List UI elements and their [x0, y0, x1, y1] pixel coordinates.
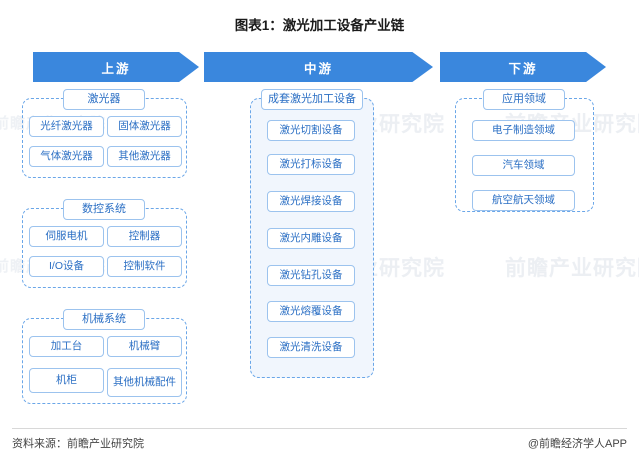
upstream-laser-item[interactable]: 气体激光器 — [29, 146, 104, 167]
midstream-equipment-item[interactable]: 激光钻孔设备 — [267, 265, 355, 286]
midstream-equipment-item[interactable]: 激光内雕设备 — [267, 228, 355, 249]
upstream-laser-item[interactable]: 其他激光器 — [107, 146, 182, 167]
upstream-cnc-item[interactable]: I/O设备 — [29, 256, 104, 277]
downstream-arrow: 下游 — [440, 52, 606, 82]
upstream-cnc-item[interactable]: 伺服电机 — [29, 226, 104, 247]
upstream-group-laser-label: 激光器 — [63, 89, 145, 110]
upstream-group-cnc-label: 数控系统 — [63, 199, 145, 220]
upstream-group-mechanical-label: 机械系统 — [63, 309, 145, 330]
upstream-mechanical-item[interactable]: 其他机械配件 — [107, 368, 182, 397]
downstream-application-item[interactable]: 汽车领域 — [472, 155, 575, 176]
midstream-equipment-item[interactable]: 激光清洗设备 — [267, 337, 355, 358]
downstream-group-application-label: 应用领域 — [483, 89, 565, 110]
upstream-laser-item[interactable]: 固体激光器 — [107, 116, 182, 137]
upstream-arrow-label: 上游 — [101, 61, 131, 76]
midstream-equipment-item[interactable]: 激光打标设备 — [267, 154, 355, 175]
midstream-arrow: 中游 — [204, 52, 433, 82]
upstream-cnc-item[interactable]: 控制器 — [107, 226, 182, 247]
downstream-application-item[interactable]: 电子制造领域 — [472, 120, 575, 141]
upstream-laser-item[interactable]: 光纤激光器 — [29, 116, 104, 137]
midstream-arrow-label: 中游 — [303, 61, 333, 76]
midstream-equipment-item[interactable]: 激光熔覆设备 — [267, 301, 355, 322]
upstream-cnc-item[interactable]: 控制软件 — [107, 256, 182, 277]
downstream-arrow-label: 下游 — [508, 61, 538, 76]
downstream-application-item[interactable]: 航空航天领域 — [472, 190, 575, 211]
watermark: 前瞻产业研究院 — [505, 257, 639, 280]
midstream-group-equipment-label: 成套激光加工设备 — [261, 89, 363, 110]
page-title: 图表1：激光加工设备产业链 — [234, 18, 405, 33]
source-note: 资料来源：前瞻产业研究院 — [12, 438, 144, 450]
midstream-equipment-item[interactable]: 激光切割设备 — [267, 120, 355, 141]
midstream-equipment-item[interactable]: 激光焊接设备 — [267, 191, 355, 212]
brand-note: @前瞻经济学人APP — [527, 438, 627, 450]
upstream-mechanical-item[interactable]: 加工台 — [29, 336, 104, 357]
upstream-mechanical-item[interactable]: 机械臂 — [107, 336, 182, 357]
upstream-arrow: 上游 — [33, 52, 199, 82]
upstream-mechanical-item[interactable]: 机柜 — [29, 368, 104, 393]
footer-divider — [12, 428, 627, 429]
